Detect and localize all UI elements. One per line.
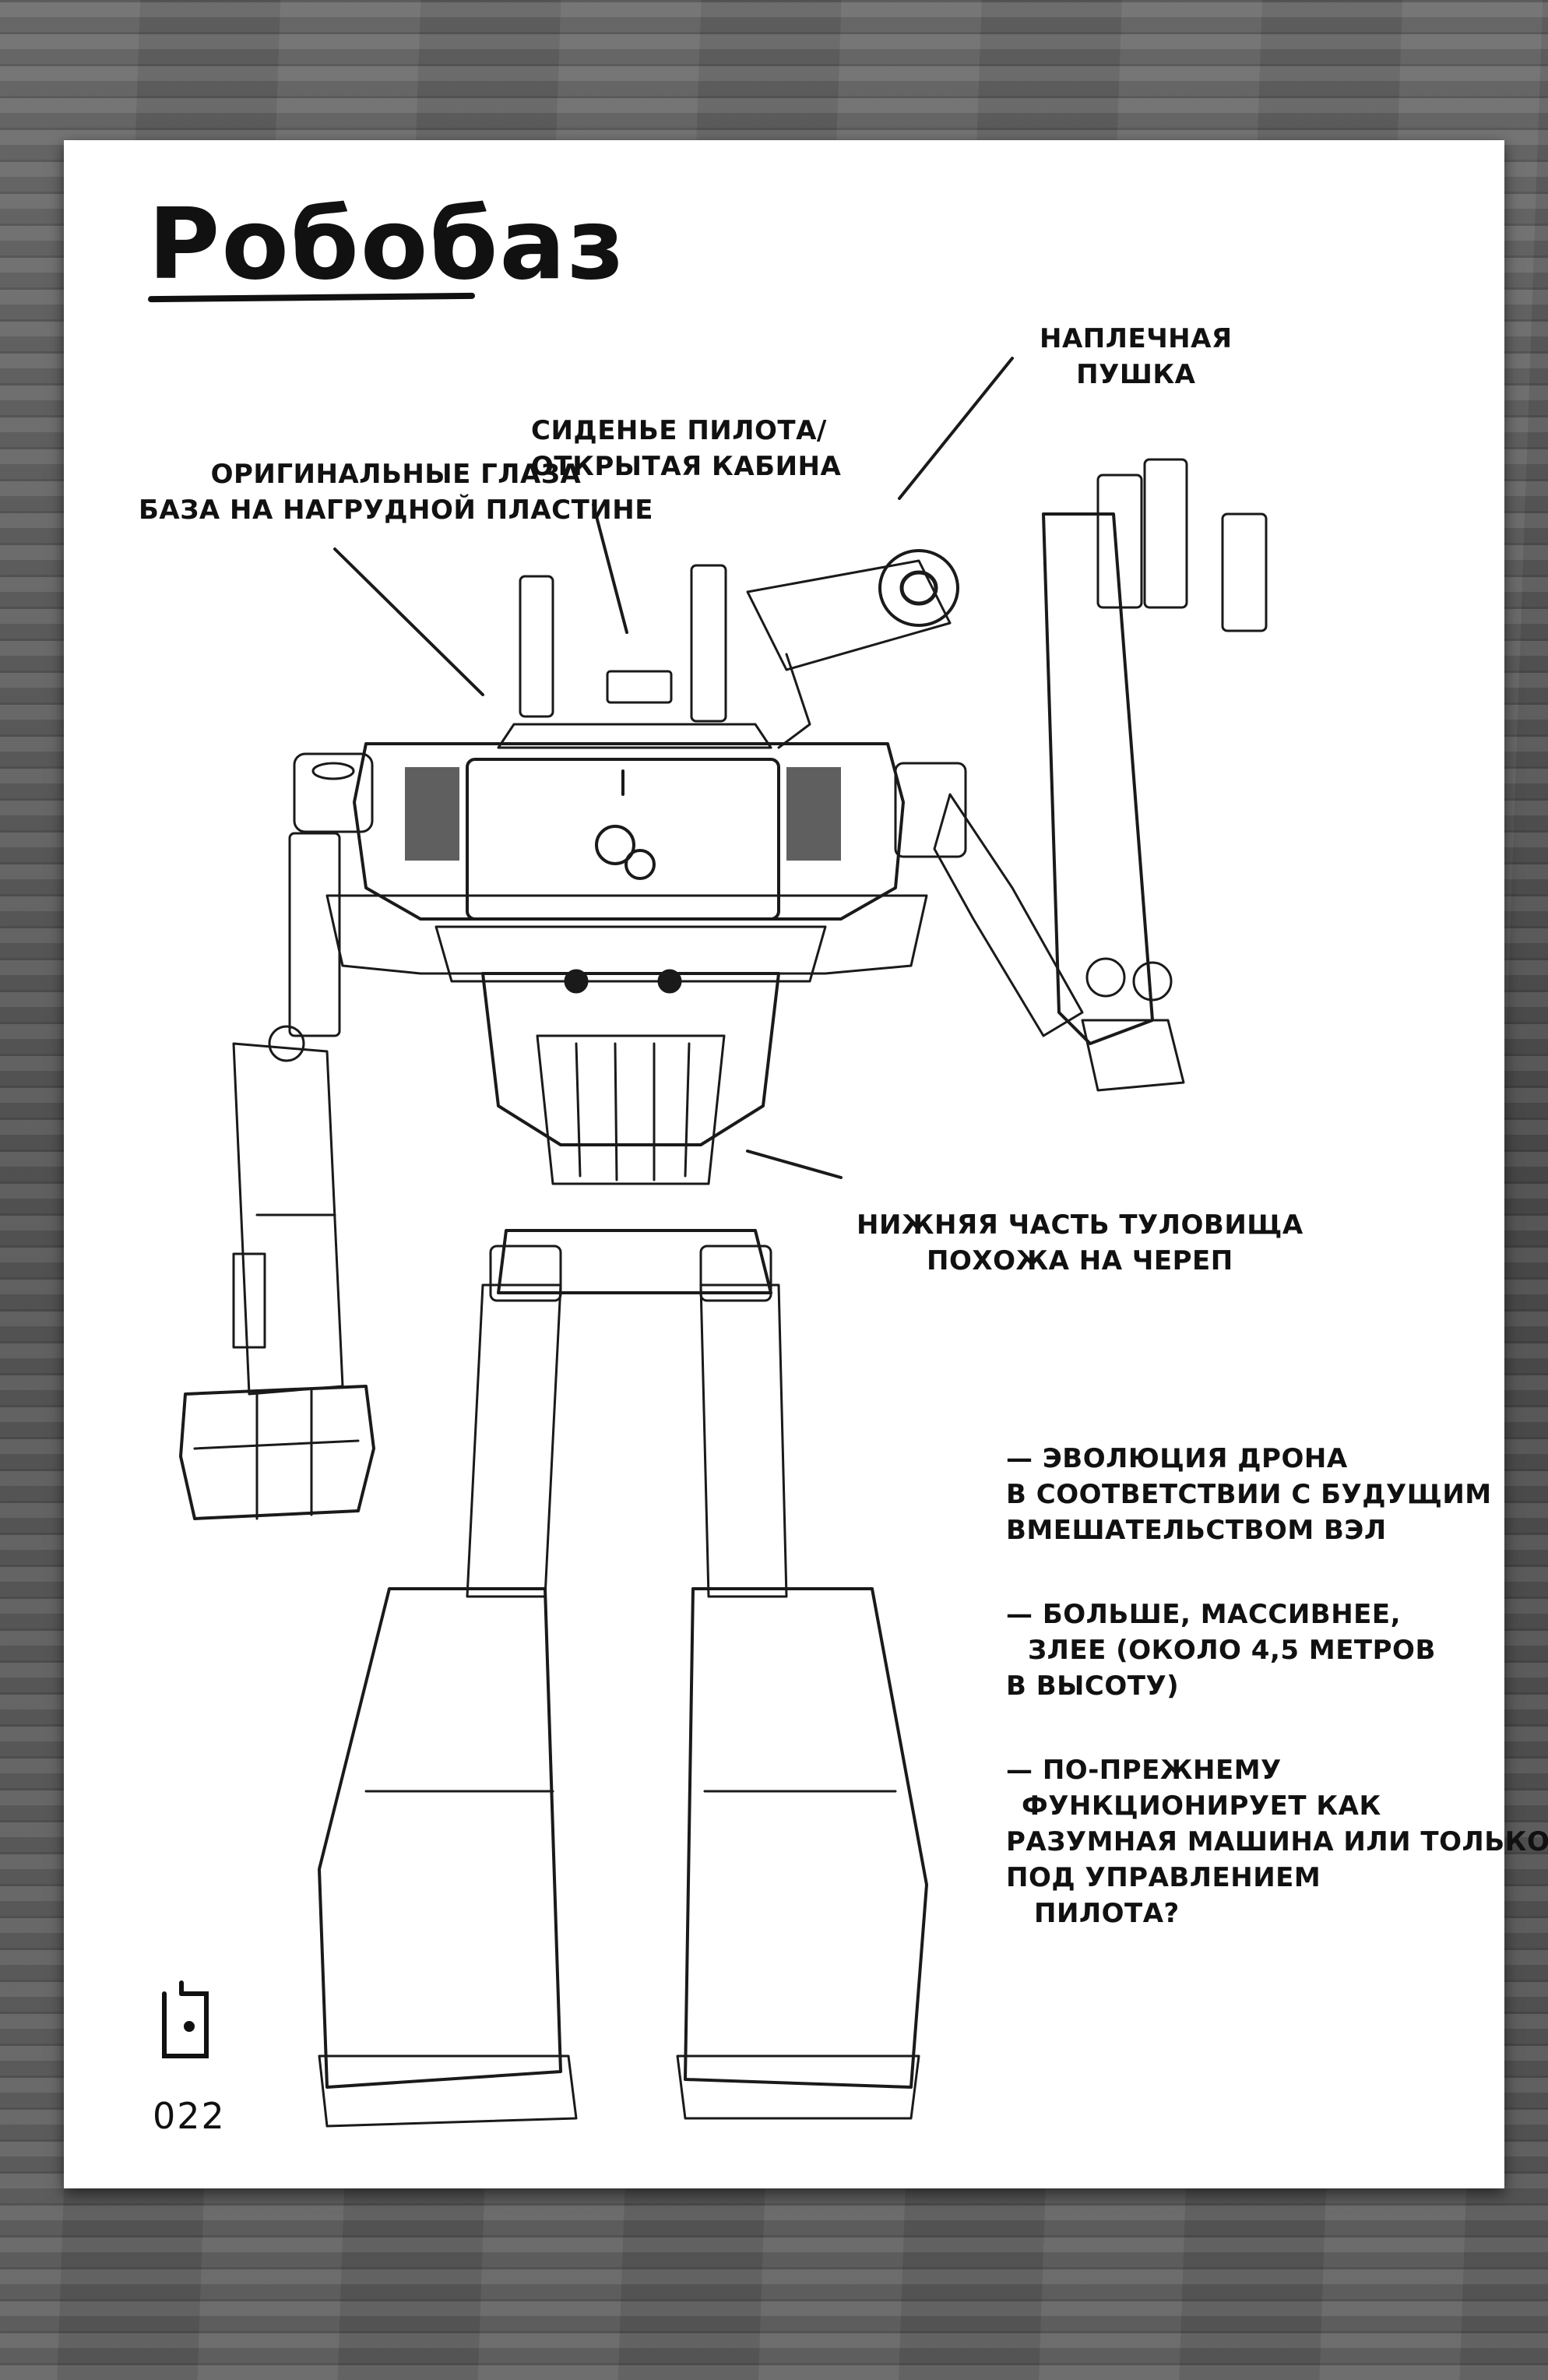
note-line: — Больше, массивнее, (1006, 1599, 1402, 1630)
annotation-line: База на нагрудной пластине (139, 495, 653, 526)
page-title: Робобаз (148, 187, 626, 301)
annotation-line: похожа на череп (927, 1245, 1233, 1276)
note-line: — Эволюция дрона (1006, 1443, 1348, 1474)
note-drone-evolution: — Эволюция дрона в соответствии с будущи… (1006, 1441, 1492, 1548)
annotation-line: Нижняя часть туловища (857, 1209, 1303, 1241)
note-line: злее (около 4,5 метров (1028, 1635, 1436, 1666)
note-function: — По-прежнему функционирует как разумная… (1006, 1752, 1548, 1931)
note-size: — Больше, массивнее, злее (около 4,5 мет… (1006, 1597, 1436, 1704)
note-line: вмешательством Вэл (1006, 1515, 1387, 1546)
annotation-lower-torso: Нижняя часть туловища похожа на череп (857, 1207, 1303, 1279)
note-line: пилота? (1034, 1898, 1180, 1929)
note-line: в высоту) (1006, 1671, 1180, 1702)
annotation-line: Сиденье пилота/ (531, 415, 827, 446)
note-line: разумная машина или только (1006, 1826, 1548, 1857)
page-number: 022 (153, 2095, 226, 2137)
note-line: под управлением (1006, 1862, 1321, 1893)
note-line: в соответствии с будущим (1006, 1479, 1492, 1510)
annotation-line: открытая кабина (531, 451, 842, 482)
note-line: функционирует как (1022, 1790, 1381, 1822)
annotation-original-eyes: Оригинальные глаза База на нагрудной пла… (139, 456, 653, 528)
annotation-pilot-seat: Сиденье пилота/ открытая кабина (531, 413, 841, 484)
annotation-shoulder-cannon: Наплечная пушка (1040, 321, 1233, 393)
annotation-line: Оригинальные глаза (210, 459, 582, 490)
annotation-line: пушка (1076, 359, 1196, 390)
sketch-paper (64, 140, 1504, 2188)
annotation-line: Наплечная (1040, 323, 1233, 354)
artist-signature-icon (162, 1980, 209, 2058)
note-line: — По-прежнему (1006, 1755, 1282, 1786)
